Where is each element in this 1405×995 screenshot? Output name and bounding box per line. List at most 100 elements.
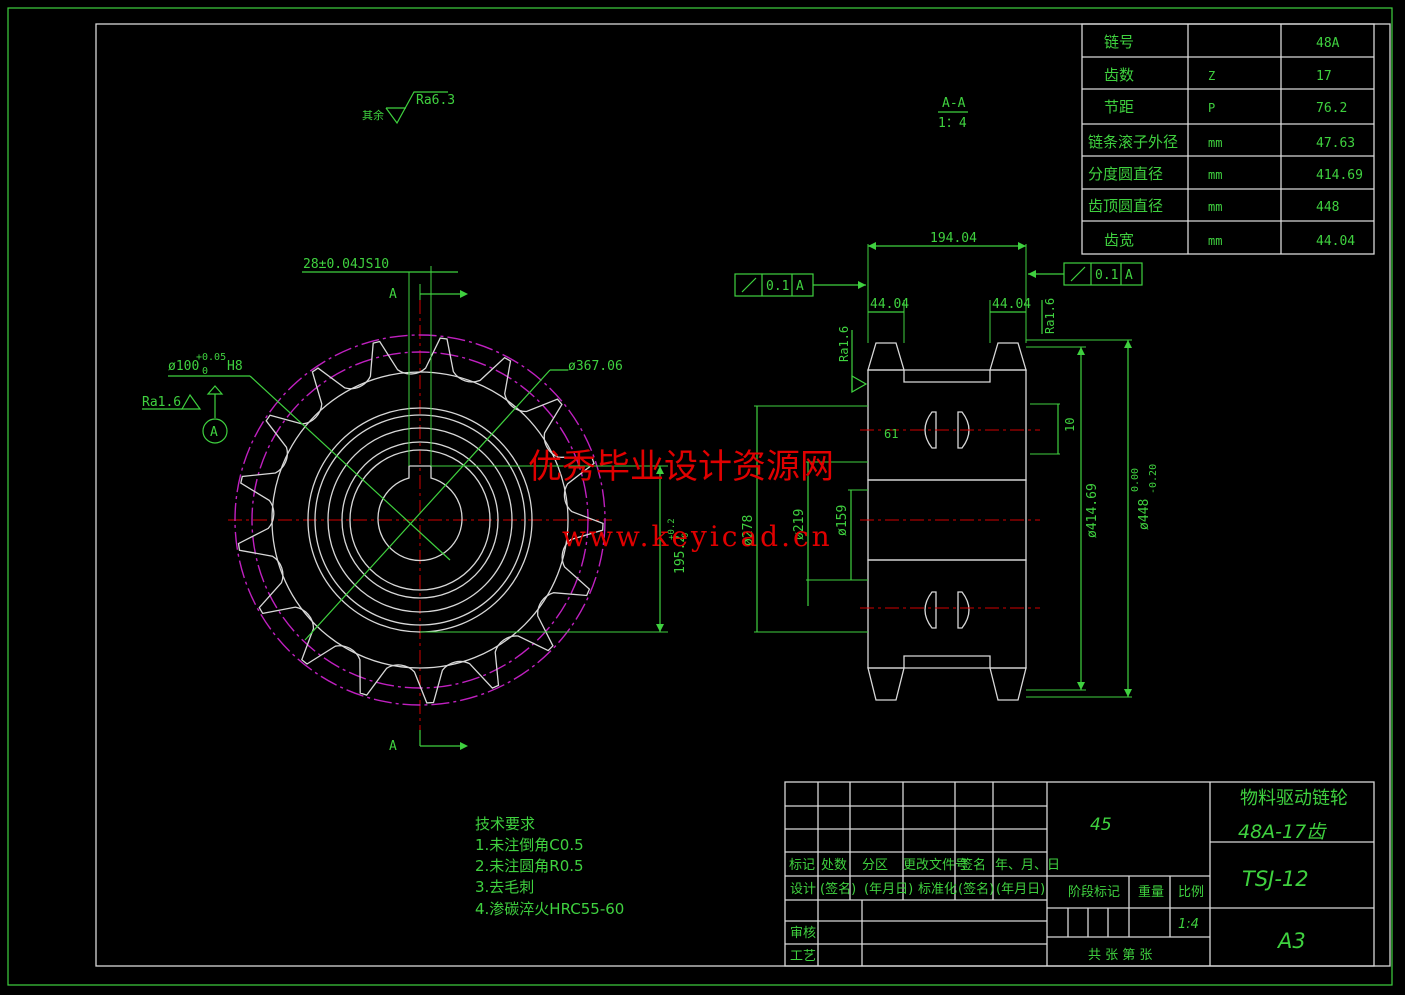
- tb-material: 45: [1090, 815, 1112, 835]
- tech-req-title: 技术要求: [475, 815, 535, 833]
- roughness-bore: Ra1.6: [142, 395, 181, 410]
- hub-ring-1: [271, 371, 569, 669]
- tb-part-spec: 48A-17齿: [1238, 821, 1327, 843]
- tech-req-item: 3.去毛刺: [475, 878, 534, 896]
- cut-mark-bottom: A: [389, 739, 397, 754]
- tb-header-cell: 签名: [960, 857, 986, 873]
- tb-design-cell: (年月日): [996, 882, 1045, 897]
- dim-d219: ø219: [792, 509, 807, 540]
- tech-req-item: 2.未注圆角R0.5: [475, 857, 584, 875]
- param-symbol: mm: [1208, 136, 1222, 150]
- param-name: 分度圆直径: [1088, 165, 1163, 183]
- tb-part-name: 物料驱动链轮: [1240, 788, 1348, 809]
- param-symbol: mm: [1208, 168, 1222, 182]
- technical-requirements: 技术要求 1.未注倒角C0.5 2.未注圆角R0.5 3.去毛刺 4.渗碳淬火H…: [475, 815, 624, 918]
- tolerance-frame-left: 0.1 A: [734, 273, 866, 297]
- dim-bore-tol-upper: +0.05: [196, 352, 226, 363]
- param-value: 76.2: [1316, 101, 1347, 116]
- tech-req-item: 4.渗碳淬火HRC55-60: [475, 900, 624, 918]
- sprocket-tooth-profile: [237, 337, 604, 704]
- bore-with-keyway: [377, 465, 463, 562]
- param-value: 414.69: [1316, 168, 1363, 183]
- title-block: 45 物料驱动链轮 48A-17齿 TSJ-12 A3 标记处数分区更改文件号签…: [784, 781, 1375, 967]
- tb-header-cell: 分区: [862, 858, 888, 873]
- svg-text:0.1: 0.1: [766, 279, 789, 294]
- tb-design-cell: 标准化: [918, 882, 957, 897]
- param-name: 链号: [1104, 33, 1134, 51]
- tb-review: 审核: [790, 926, 816, 941]
- tb-design-cell: (年月日): [864, 882, 913, 897]
- tb-sheet-size: A3: [1276, 929, 1306, 953]
- tb-stage: 阶段标记: [1068, 885, 1120, 900]
- roughness-note: 其余 Ra6.3: [362, 91, 455, 125]
- section-scale: 1：4: [938, 116, 967, 131]
- dim-d159: ø159: [835, 505, 850, 536]
- dim-d61: 61: [884, 427, 898, 441]
- tb-design-cell: 设计: [790, 882, 816, 897]
- dim-keyway-depth: 195.2: [673, 535, 688, 574]
- dim-pitch-dia: ø414.69: [1085, 483, 1100, 538]
- param-name: 齿顶圆直径: [1088, 197, 1163, 215]
- tolerance-frame-right: 0.1 A: [1028, 262, 1143, 286]
- param-symbol: P: [1208, 101, 1215, 115]
- dim-total-width: 194.04: [930, 231, 977, 246]
- section-name: A-A: [942, 96, 966, 111]
- watermark-url: www.keyicad.cn: [562, 520, 833, 553]
- tb-drawing-no: TSJ-12: [1242, 867, 1309, 891]
- roughness-side-left: Ra1.6: [837, 326, 851, 362]
- parameter-table: 链号 48A 齿数 Z 17 节距 P 76.2 链条滚子外径 mm 47.63 分度圆直径 mm 414…: [1081, 23, 1375, 255]
- dim-bore-tol-lower: 0: [202, 366, 208, 377]
- dim-keyway-width: 28±0.04JS10: [303, 257, 389, 272]
- tb-ratio: 比例: [1178, 885, 1204, 900]
- tb-header-cell: 标记: [789, 858, 815, 873]
- dim-tip-tol-lower: -0.20: [1148, 464, 1159, 494]
- tb-sheets: 共 张 第 张: [1088, 948, 1152, 963]
- roughness-other-value: Ra6.3: [416, 93, 455, 108]
- tb-header-cell: 年、月、日: [995, 858, 1060, 873]
- tb-process: 工艺: [790, 949, 816, 964]
- front-view: A A 28±0.04JS10 ø100 +0.05 0 H8 Ra1.6 A …: [142, 257, 691, 754]
- cut-mark-top: A: [389, 287, 397, 302]
- param-name: 链条滚子外径: [1088, 133, 1178, 151]
- dim-tooth-width-left: 44.04: [870, 297, 909, 312]
- roughness-side-right: Ra1.6: [1043, 298, 1057, 334]
- tech-req-item: 1.未注倒角C0.5: [475, 836, 584, 854]
- param-value: 44.04: [1316, 234, 1355, 249]
- dim-tooth-width-right: 44.04: [992, 297, 1031, 312]
- param-symbol: mm: [1208, 234, 1222, 248]
- dim-bore-fit: H8: [227, 359, 243, 374]
- svg-text:A: A: [1125, 268, 1133, 283]
- datum-a-label: A: [210, 425, 218, 440]
- tb-weight: 重量: [1138, 884, 1164, 900]
- param-value: 17: [1316, 69, 1332, 84]
- dim-tip-tol-upper: 0.00: [1130, 468, 1141, 492]
- inner-frame: [95, 23, 1391, 967]
- roughness-other-label: 其余: [362, 108, 384, 122]
- watermark-cn: 优秀毕业设计资源网: [528, 447, 834, 487]
- tb-header-cell: 更改文件号: [903, 858, 968, 873]
- outer-frame: [7, 7, 1393, 986]
- param-symbol: Z: [1208, 69, 1215, 83]
- param-value: 47.63: [1316, 136, 1355, 151]
- param-name: 节距: [1104, 98, 1134, 116]
- tb-design-cell: (签名): [820, 881, 856, 897]
- dim-tip-dia: ø448: [1137, 499, 1152, 530]
- param-name: 齿数: [1104, 66, 1134, 84]
- dim-keyway-depth-tol-lower: 0: [681, 533, 691, 538]
- param-value: 48A: [1316, 36, 1340, 51]
- svg-text:A: A: [796, 279, 804, 294]
- param-symbol: mm: [1208, 200, 1222, 214]
- dim-d10: 10: [1063, 418, 1077, 432]
- param-name: 齿宽: [1104, 231, 1134, 249]
- dim-bore-dia: ø100: [168, 359, 199, 374]
- tb-design-cell: (签名): [958, 881, 994, 897]
- dim-keyway-depth-tol-upper: +0.2: [667, 518, 677, 540]
- dim-d278: ø278: [741, 515, 756, 546]
- tb-header-cell: 处数: [821, 858, 847, 873]
- param-value: 448: [1316, 200, 1339, 215]
- dim-root-circle: ø367.06: [568, 359, 623, 374]
- datum-a-circle: [202, 418, 228, 444]
- section-view: 194.04 44.04 44.04 0.1 A 0.1 A: [734, 231, 1159, 701]
- svg-text:0.1: 0.1: [1095, 268, 1118, 283]
